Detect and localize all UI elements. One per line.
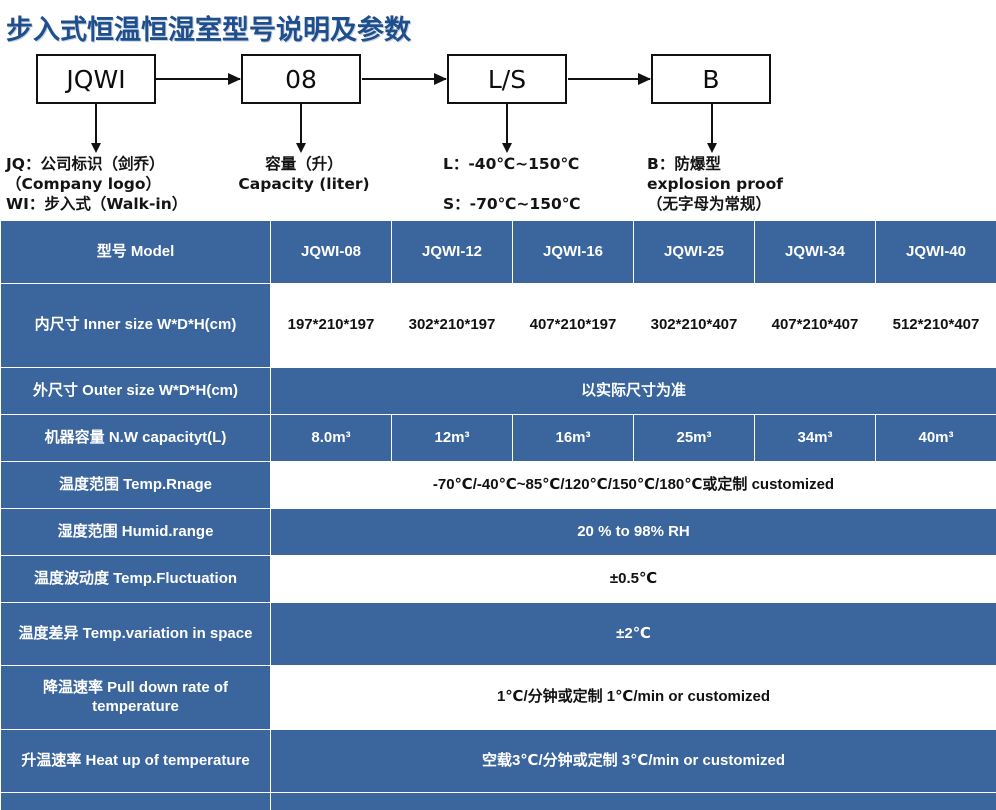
column-header-jqwi-08: JQWI-08 xyxy=(270,220,392,284)
row-label: 降温速率 Pull down rate of temperature xyxy=(0,665,271,730)
diagram-note-ls: L：-40℃~150℃ S：-70℃~150℃ xyxy=(443,155,581,214)
diagram-node-label: 08 xyxy=(285,64,317,94)
table-row: 温度范围 Temp.Rnage -70℃/-40℃~85℃/120℃/150℃/… xyxy=(0,461,996,509)
table-cell: 407*210*197 xyxy=(512,283,634,368)
column-header-jqwi-34: JQWI-34 xyxy=(754,220,876,284)
table-cell: 302*210*197 xyxy=(391,283,513,368)
table-cell: 197*210*197 xyxy=(270,283,392,368)
table-cell-merged: 以实际尺寸为准 xyxy=(270,367,996,415)
table-row: 温度波动度 Temp.Fluctuation ±0.5℃ xyxy=(0,555,996,603)
row-label: 内尺寸 Inner size W*D*H(cm) xyxy=(0,283,271,368)
table-row: 升温速率 Heat up of temperature 空载3℃/分钟或定制 3… xyxy=(0,729,996,793)
diagram-node-label: JQWI xyxy=(66,64,126,94)
diagram-note-capacity: 容量（升） Capacity (liter) xyxy=(238,155,370,194)
table-header-row: 型号 Model JQWI-08 JQWI-12 JQWI-16 JQWI-25… xyxy=(0,220,996,284)
table-cell-merged: 空载3℃/分钟或定制 3℃/min or customized xyxy=(270,729,996,793)
row-label xyxy=(0,792,271,810)
table-cell: 512*210*407 xyxy=(875,283,996,368)
row-label: 温度波动度 Temp.Fluctuation xyxy=(0,555,271,603)
table-row: 降温速率 Pull down rate of temperature 1℃/分钟… xyxy=(0,665,996,730)
row-label: 温度范围 Temp.Rnage xyxy=(0,461,271,509)
table-cell-merged: 20 % to 98% RH xyxy=(270,508,996,556)
spec-table: 型号 Model JQWI-08 JQWI-12 JQWI-16 JQWI-25… xyxy=(0,220,996,810)
row-label: 温度差异 Temp.variation in space xyxy=(0,602,271,666)
arrow-down-icon xyxy=(297,104,305,153)
column-header-jqwi-12: JQWI-12 xyxy=(391,220,513,284)
diagram-node-label: B xyxy=(702,64,720,94)
diagram-note-jqwi: JQ：公司标识（剑乔） （Company logo） WI：步入式（Walk-i… xyxy=(6,155,188,214)
table-row: 内尺寸 Inner size W*D*H(cm) 197*210*197 302… xyxy=(0,283,996,368)
table-cell: 16m³ xyxy=(512,414,634,462)
table-row: 湿度范围 Humid.range 20 % to 98% RH xyxy=(0,508,996,556)
table-cell: 12m³ xyxy=(391,414,513,462)
table-cell: 407*210*407 xyxy=(754,283,876,368)
diagram-node-label: L/S xyxy=(487,64,527,94)
table-cell: 34m³ xyxy=(754,414,876,462)
row-label: 升温速率 Heat up of temperature xyxy=(0,729,271,793)
table-cell-merged: ±0.5℃ xyxy=(270,555,996,603)
row-label: 外尺寸 Outer size W*D*H(cm) xyxy=(0,367,271,415)
table-cell-merged: -70℃/-40℃~85℃/120℃/150℃/180℃或定制 customiz… xyxy=(270,461,996,509)
arrow-down-icon xyxy=(708,104,716,153)
column-header-jqwi-25: JQWI-25 xyxy=(633,220,755,284)
row-label: 机器容量 N.W capacityt(L) xyxy=(0,414,271,462)
column-header-model: 型号 Model xyxy=(0,220,271,284)
column-header-jqwi-16: JQWI-16 xyxy=(512,220,634,284)
table-cell: 40m³ xyxy=(875,414,996,462)
arrow-right-icon xyxy=(156,73,241,85)
arrow-down-icon xyxy=(503,104,511,153)
column-header-jqwi-40: JQWI-40 xyxy=(875,220,996,284)
table-row xyxy=(0,792,996,810)
arrow-right-icon xyxy=(568,73,651,85)
diagram-node-08: 08 xyxy=(241,54,361,104)
table-row: 温度差异 Temp.variation in space ±2℃ xyxy=(0,602,996,666)
table-cell-merged xyxy=(270,792,996,810)
table-row: 外尺寸 Outer size W*D*H(cm) 以实际尺寸为准 xyxy=(0,367,996,415)
page-title: 步入式恒温恒湿室型号说明及参数 xyxy=(6,15,411,45)
diagram-note-b: B：防爆型 explosion proof （无字母为常规） xyxy=(647,155,783,214)
diagram-node-jqwi: JQWI xyxy=(36,54,156,104)
table-row: 机器容量 N.W capacityt(L) 8.0m³ 12m³ 16m³ 25… xyxy=(0,414,996,462)
table-cell: 302*210*407 xyxy=(633,283,755,368)
model-code-diagram: JQWI 08 L/S B JQ：公司标识（剑乔） （Company logo）… xyxy=(0,44,996,220)
arrow-down-icon xyxy=(92,104,100,153)
diagram-node-ls: L/S xyxy=(447,54,567,104)
table-cell: 25m³ xyxy=(633,414,755,462)
row-label: 湿度范围 Humid.range xyxy=(0,508,271,556)
table-cell-merged: ±2℃ xyxy=(270,602,996,666)
diagram-node-b: B xyxy=(651,54,771,104)
table-cell: 8.0m³ xyxy=(270,414,392,462)
table-cell-merged: 1℃/分钟或定制 1℃/min or customized xyxy=(270,665,996,730)
arrow-right-icon xyxy=(362,73,447,85)
